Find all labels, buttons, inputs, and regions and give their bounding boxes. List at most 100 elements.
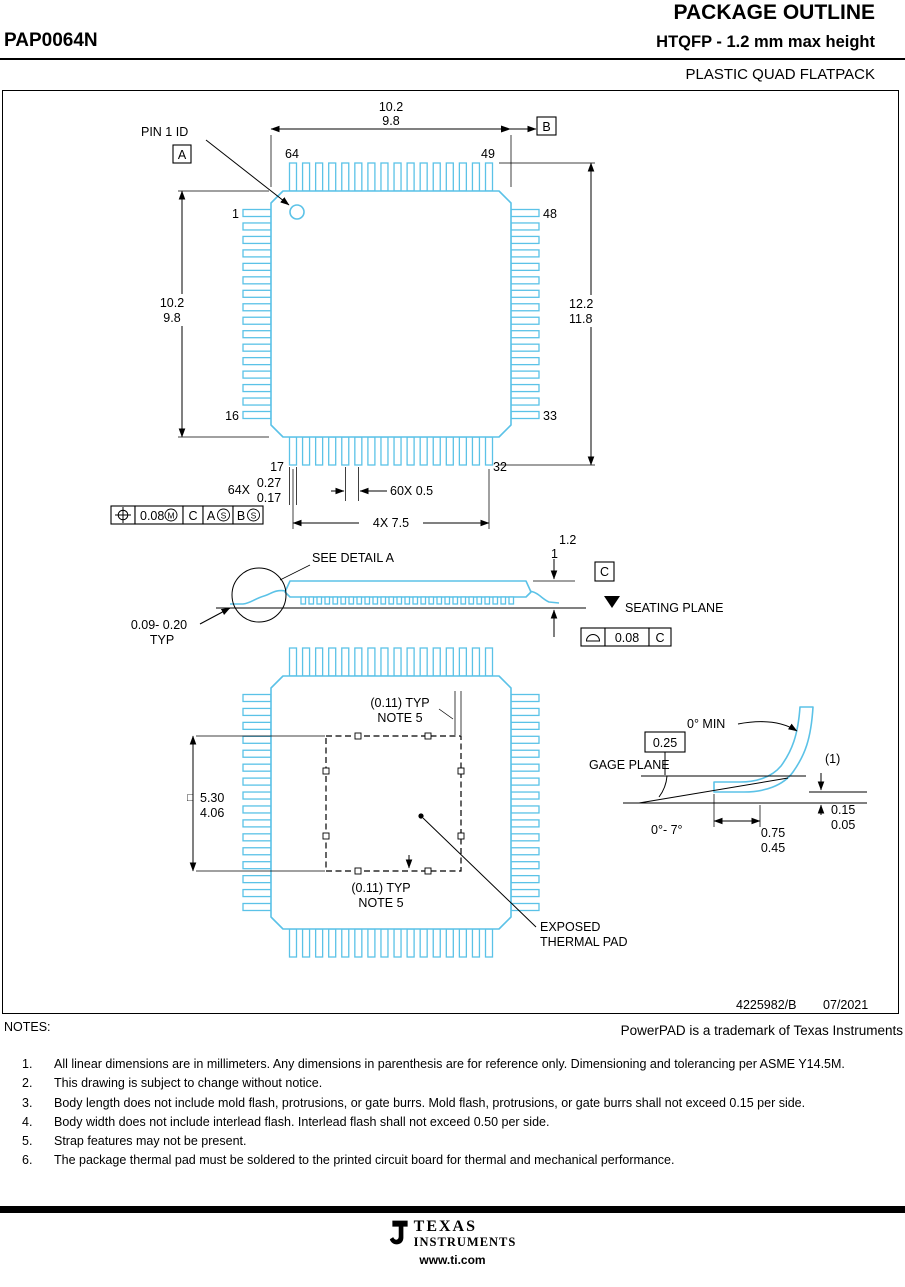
pin-32-label: 32 — [493, 460, 507, 474]
pad-offset-bottom: (0.11) TYP — [351, 881, 410, 895]
note-text: Body length does not include mold flash,… — [54, 1095, 806, 1110]
rfs-circle-icon — [217, 508, 230, 522]
notes-list: 1. All linear dimensions are in millimet… — [12, 1056, 889, 1172]
dim-body-width-max: 10.2 — [379, 100, 403, 114]
note-item: 4. Body width does not include interlead… — [12, 1114, 889, 1131]
position-datum3: B — [237, 509, 245, 523]
position-datum2-mod: S — [221, 511, 227, 521]
rfs-circle-icon — [247, 508, 260, 522]
note-number: 6. — [22, 1153, 33, 1168]
position-tol-modifier: M — [167, 511, 174, 521]
gage-offset-box — [644, 731, 686, 753]
drawing-number: 4225982/B — [736, 998, 796, 1012]
note-text: All linear dimensions are in millimeters… — [54, 1057, 845, 1071]
see-detail-a-label: SEE DETAIL A — [312, 551, 395, 565]
lead-width-min: 0.17 — [257, 491, 281, 505]
strap-feature-notches — [322, 732, 465, 875]
detail-a-circle — [231, 567, 287, 623]
flatness-datum: C — [655, 631, 664, 645]
footer-brand: TEXAS INSTRUMENTS www.ti.com — [0, 1218, 905, 1267]
position-symbol-icon — [115, 507, 131, 523]
brand-name-line1: TEXAS — [413, 1218, 478, 1235]
page-title: PACKAGE OUTLINE — [673, 1, 875, 24]
header-rule — [0, 58, 905, 60]
note-text: This drawing is subject to change withou… — [54, 1076, 323, 1091]
thermal-pad-center-dot — [418, 813, 424, 819]
note-number: 2. — [22, 1076, 33, 1091]
footer-divider-bar — [0, 1206, 905, 1213]
pad-offset-top: (0.11) TYP — [370, 696, 429, 710]
brand-name-line2: INSTRUMENTS — [413, 1234, 517, 1249]
pad-size-max: 5.30 — [200, 791, 224, 805]
detail-a-dimension-lines — [623, 721, 867, 827]
package-type: PLASTIC QUAD FLATPACK — [685, 66, 876, 83]
dim-height-min: 1 — [551, 547, 558, 561]
pin-49-label: 49 — [481, 147, 495, 161]
top-view-dimension-lines — [178, 125, 595, 529]
foot-angle-label: 0°- 7° — [651, 823, 683, 837]
note-item: 2. This drawing is subject to change wit… — [12, 1075, 889, 1092]
datum-c-label: C — [600, 565, 609, 579]
datum-c-box — [594, 561, 615, 582]
square-symbol: □ — [187, 792, 194, 804]
package-body-outline — [270, 190, 512, 438]
top-view: PIN 1 ID A B 10.2 9.8 10.2 9.8 12.2 11.8… — [110, 100, 611, 530]
dim-lead-span-max: 12.2 — [569, 297, 593, 311]
note-number: 4. — [22, 1114, 33, 1129]
note-item: 3. Body length does not include mold fla… — [12, 1095, 889, 1112]
notes-heading: NOTES: — [4, 1020, 51, 1034]
package-subtitle: HTQFP - 1.2 mm max height — [656, 33, 875, 51]
standoff-max: 0.15 — [831, 803, 855, 817]
detail-a: 0° MIN 0.25 GAGE PLANE (1) 0°- 7° 0.75 0… — [589, 706, 867, 855]
pin-1-label: 1 — [232, 207, 239, 221]
pin-64-label: 64 — [285, 147, 299, 161]
note-text: Strap features may not be present. — [54, 1134, 247, 1148]
part-number: PAP0064N — [4, 30, 98, 51]
drawing-area: PIN 1 ID A B 10.2 9.8 10.2 9.8 12.2 11.8… — [2, 90, 899, 1014]
foot-length-max: 0.75 — [761, 826, 785, 840]
standoff-min: 0.05 — [831, 818, 855, 832]
exposed-pad-label-2: THERMAL PAD — [540, 935, 628, 949]
position-datum3-mod: S — [251, 511, 257, 521]
side-body-outline — [284, 580, 532, 598]
side-view-dimension-lines — [199, 559, 620, 637]
note-number: 3. — [22, 1095, 33, 1110]
seating-plane-label: SEATING PLANE — [625, 601, 723, 615]
position-tol-value: 0.08 — [140, 509, 164, 523]
position-tolerance-frame: 0.08 M C A S B S — [110, 505, 264, 525]
ti-logo-icon — [389, 1219, 411, 1251]
bottom-body-outline — [270, 675, 512, 930]
side-lead-left — [230, 589, 287, 605]
pin-33-label: 33 — [543, 409, 557, 423]
lead-ref-label: (1) — [825, 752, 840, 766]
side-view: SEE DETAIL A 1.2 1 C SEATING PLANE 0.09-… — [131, 533, 724, 647]
note-item: 5. Strap features may not be present. — [12, 1133, 889, 1150]
datum-b-label: B — [542, 120, 550, 134]
bottom-view-pins-top — [288, 647, 494, 677]
top-view-pins-left — [242, 208, 272, 420]
datum-a-box — [172, 144, 192, 164]
thermal-pad-outline — [325, 735, 462, 872]
pin-17-label: 17 — [270, 460, 284, 474]
top-view-pins-bottom — [288, 436, 494, 466]
note-item: 1. All linear dimensions are in millimet… — [12, 1056, 889, 1073]
side-view-leads — [300, 596, 515, 605]
lead-thickness-typ: TYP — [150, 633, 174, 647]
pin1-id-mark — [289, 204, 305, 220]
dim-lead-span-min: 11.8 — [569, 312, 592, 326]
gage-offset-value: 0.25 — [653, 736, 677, 750]
bottom-view-pins-right — [510, 693, 540, 912]
pin-48-label: 48 — [543, 207, 557, 221]
note-item: 6. The package thermal pad must be solde… — [12, 1152, 889, 1169]
flatness-tolerance-frame: 0.08 C — [580, 627, 672, 647]
position-datum2: A — [207, 509, 216, 523]
bottom-view-pins-bottom — [288, 928, 494, 958]
trademark-note: PowerPAD is a trademark of Texas Instrum… — [620, 1023, 903, 1038]
ti-website-link[interactable]: www.ti.com — [419, 1253, 486, 1267]
lead-width-max: 0.27 — [257, 476, 281, 490]
detail-lead-outline — [713, 706, 814, 793]
pad-size-min: 4.06 — [200, 806, 224, 820]
exposed-pad-label-1: EXPOSED — [540, 920, 600, 934]
note-number: 1. — [22, 1057, 33, 1071]
pitch-label: 60X 0.5 — [390, 484, 433, 498]
